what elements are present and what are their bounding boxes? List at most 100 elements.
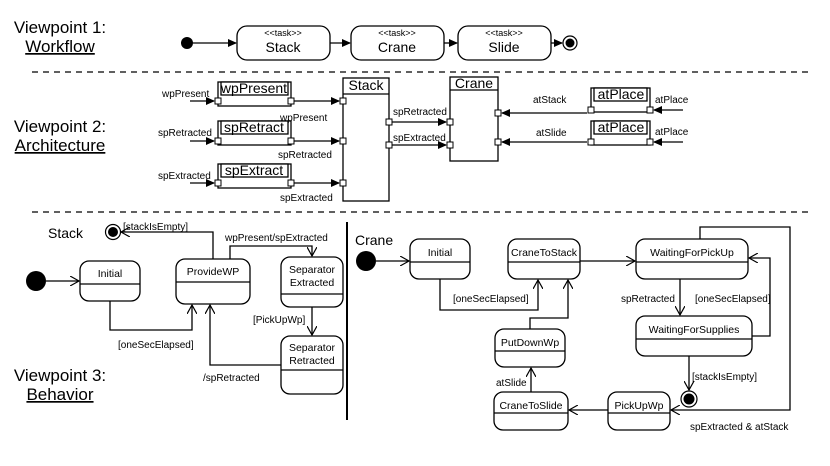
port: [446, 118, 454, 126]
state-crane-to-stack: [507, 238, 581, 280]
stack-sm-title: Stack: [48, 225, 84, 241]
component-crane-label: Crane: [455, 75, 493, 91]
component-spretract-header: [220, 120, 289, 135]
port: [385, 118, 393, 126]
architecture: wpPresent spRetract spExtract Stack Cran…: [158, 75, 689, 204]
stack-edge: [229, 245, 312, 259]
workflow-start-node: [181, 37, 193, 49]
svg-text:atStack: atStack: [533, 95, 567, 106]
svg-text:[oneSecElapsed]: [oneSecElapsed]: [118, 340, 194, 351]
task-slide-stereotype: <<task>>: [485, 28, 523, 38]
svg-text:Extracted: Extracted: [290, 277, 335, 289]
svg-text:spExtracted: spExtracted: [158, 171, 211, 182]
crane-edge: [439, 279, 538, 311]
svg-text:[oneSecElapsed]: [oneSecElapsed]: [453, 294, 529, 305]
port: [494, 109, 502, 117]
viewpoint-3-label: Viewpoint 3: Behavior: [14, 366, 106, 404]
svg-text:spRetracted: spRetracted: [278, 150, 332, 161]
task-slide-label: Slide: [488, 39, 519, 55]
svg-text:[stackIsEmpty]: [stackIsEmpty]: [692, 372, 757, 383]
svg-text:Retracted: Retracted: [289, 355, 335, 367]
svg-text:atSlide: atSlide: [496, 378, 527, 389]
port: [287, 97, 295, 105]
svg-text:[stackIsEmpty]: [stackIsEmpty]: [123, 222, 188, 233]
port: [287, 137, 295, 145]
workflow: <<task>> Stack <<task>> Crane <<task>> S…: [181, 25, 578, 61]
port: [494, 138, 502, 146]
svg-text:Viewpoint 2:: Viewpoint 2:: [14, 117, 106, 136]
svg-text:/spRetracted: /spRetracted: [203, 373, 260, 384]
crane-sm-title: Crane: [355, 232, 393, 248]
svg-text:atSlide: atSlide: [536, 128, 567, 139]
svg-text:Separator: Separator: [289, 264, 336, 276]
port: [214, 97, 222, 105]
stack-edge: [109, 301, 192, 331]
stack-state-machine: Stack Initial ProvideWP Separator Extrac…: [26, 222, 344, 395]
svg-text:spExtract: spExtract: [225, 162, 283, 178]
svg-text:spExtracted: spExtracted: [393, 133, 446, 144]
svg-text:wpPresent/spExtracted: wpPresent/spExtracted: [224, 233, 328, 244]
crane-state-machine: Crane Initial CraneToStack WaitingForPic…: [355, 226, 791, 433]
svg-text:CraneToSlide: CraneToSlide: [499, 400, 562, 412]
workflow-end-node-core: [565, 38, 575, 48]
port: [339, 97, 347, 105]
svg-text:atPlace: atPlace: [598, 119, 645, 135]
state-crane-initial: [409, 238, 471, 280]
port: [587, 138, 595, 146]
svg-text:spRetracted: spRetracted: [621, 294, 675, 305]
svg-text:Viewpoint 3:: Viewpoint 3:: [14, 366, 106, 385]
svg-text:atPlace: atPlace: [655, 127, 689, 138]
svg-text:wpPresent: wpPresent: [279, 113, 327, 124]
svg-text:Workflow: Workflow: [25, 37, 95, 56]
component-spextract-header: [220, 163, 289, 178]
port: [214, 179, 222, 187]
port: [339, 137, 347, 145]
svg-text:WaitingForSupplies: WaitingForSupplies: [649, 324, 740, 336]
svg-text:PickUpWp: PickUpWp: [614, 400, 663, 412]
svg-text:wpPresent: wpPresent: [161, 89, 209, 100]
component-atplace-1-header: [593, 87, 648, 102]
task-crane-stereotype: <<task>>: [378, 28, 416, 38]
port: [587, 106, 595, 114]
component-stack-label: Stack: [348, 77, 384, 93]
viewpoint-1-label: Viewpoint 1: Workflow: [14, 18, 106, 56]
port: [446, 141, 454, 149]
stack-edge: [210, 305, 281, 366]
port: [646, 106, 654, 114]
svg-text:spRetracted: spRetracted: [158, 128, 212, 139]
component-atplace-2-header: [593, 120, 648, 135]
svg-text:Initial: Initial: [428, 247, 453, 259]
svg-text:atPlace: atPlace: [598, 86, 645, 102]
svg-text:Viewpoint 1:: Viewpoint 1:: [14, 18, 106, 37]
svg-text:PutDownWp: PutDownWp: [501, 337, 560, 349]
component-wppresent-header: [220, 81, 289, 96]
svg-text:atPlace: atPlace: [655, 95, 689, 106]
stack-initial-node: [26, 271, 46, 291]
task-stack-stereotype: <<task>>: [264, 28, 302, 38]
stack-final-node-core: [108, 227, 118, 237]
svg-text:spRetracted: spRetracted: [393, 107, 447, 118]
viewpoint-2-label: Viewpoint 2: Architecture: [14, 117, 106, 155]
state-waiting-for-pickup: [635, 238, 749, 280]
svg-text:spRetract: spRetract: [224, 119, 284, 135]
crane-initial-node: [356, 251, 376, 271]
component-stack: [342, 77, 390, 202]
svg-text:ProvideWP: ProvideWP: [187, 266, 240, 278]
svg-text:Behavior: Behavior: [26, 385, 93, 404]
svg-text:[oneSecElapsed]: [oneSecElapsed]: [695, 294, 771, 305]
svg-text:spExtracted: spExtracted: [280, 193, 333, 204]
port: [339, 179, 347, 187]
crane-final-node-core: [683, 393, 695, 405]
crane-edge: [529, 280, 568, 329]
svg-text:Separator: Separator: [289, 342, 336, 354]
svg-text:wpPresent: wpPresent: [220, 80, 287, 96]
state-initial: [79, 260, 141, 302]
task-stack-label: Stack: [265, 39, 301, 55]
svg-text:Initial: Initial: [98, 268, 123, 280]
crane-edge: [671, 226, 791, 410]
task-crane-label: Crane: [378, 39, 416, 55]
svg-text:spExtracted & atStack: spExtracted & atStack: [690, 422, 789, 433]
port: [214, 137, 222, 145]
port: [646, 138, 654, 146]
